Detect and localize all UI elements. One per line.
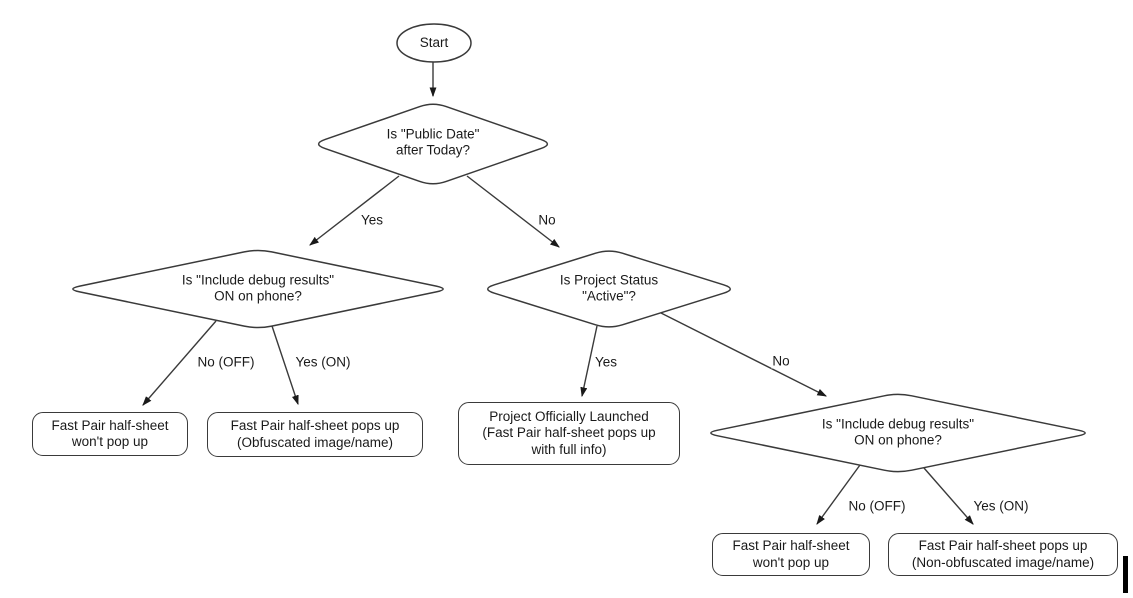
- start-node-label: Start: [419, 34, 449, 50]
- decision-debug-left-shape: [72, 249, 444, 329]
- decision-project-status-label: Is Project Status "Active"?: [559, 272, 659, 304]
- leaf-obfuscated: Fast Pair half-sheet pops up (Obfuscated…: [207, 412, 423, 457]
- edge-debug-right-no: [816, 464, 861, 525]
- edge-label-debug-right-yes: Yes (ON): [972, 498, 1030, 514]
- edge-debug-left-no: [142, 320, 217, 406]
- leaf-no-popup-left: Fast Pair half-sheet won't pop up: [32, 412, 188, 456]
- decision-public-date-label: Is "Public Date" after Today?: [386, 126, 480, 158]
- decision-project-status-shape: [486, 250, 732, 328]
- start-node-shape: [396, 23, 472, 63]
- edge-status-yes: [580, 325, 598, 398]
- edge-label-debug-right-no: No (OFF): [847, 498, 907, 514]
- edge-label-public-date-yes: Yes: [359, 212, 385, 228]
- edge-debug-left-yes: [271, 325, 299, 406]
- edge-label-status-no: No: [771, 353, 791, 369]
- edge-public-date-no: [466, 175, 560, 248]
- edge-label-public-date-no: No: [537, 212, 557, 228]
- decision-debug-right-shape: [710, 393, 1086, 473]
- decision-public-date-shape: [317, 103, 549, 185]
- leaf-non-obfuscated: Fast Pair half-sheet pops up (Non-obfusc…: [888, 533, 1118, 576]
- edge-public-date-yes: [309, 175, 400, 246]
- edge-label-status-yes: Yes: [593, 354, 619, 370]
- decision-debug-left-label: Is "Include debug results" ON on phone?: [181, 272, 335, 304]
- text-cursor-artifact: [1123, 556, 1128, 593]
- leaf-no-popup-right: Fast Pair half-sheet won't pop up: [712, 533, 870, 576]
- edge-status-no: [660, 312, 828, 397]
- edge-debug-right-yes: [923, 467, 974, 525]
- edge-label-debug-left-no: No (OFF): [196, 354, 256, 370]
- edge-label-debug-left-yes: Yes (ON): [294, 354, 352, 370]
- decision-debug-right-label: Is "Include debug results" ON on phone?: [821, 416, 975, 448]
- leaf-launched: Project Officially Launched (Fast Pair h…: [458, 402, 680, 465]
